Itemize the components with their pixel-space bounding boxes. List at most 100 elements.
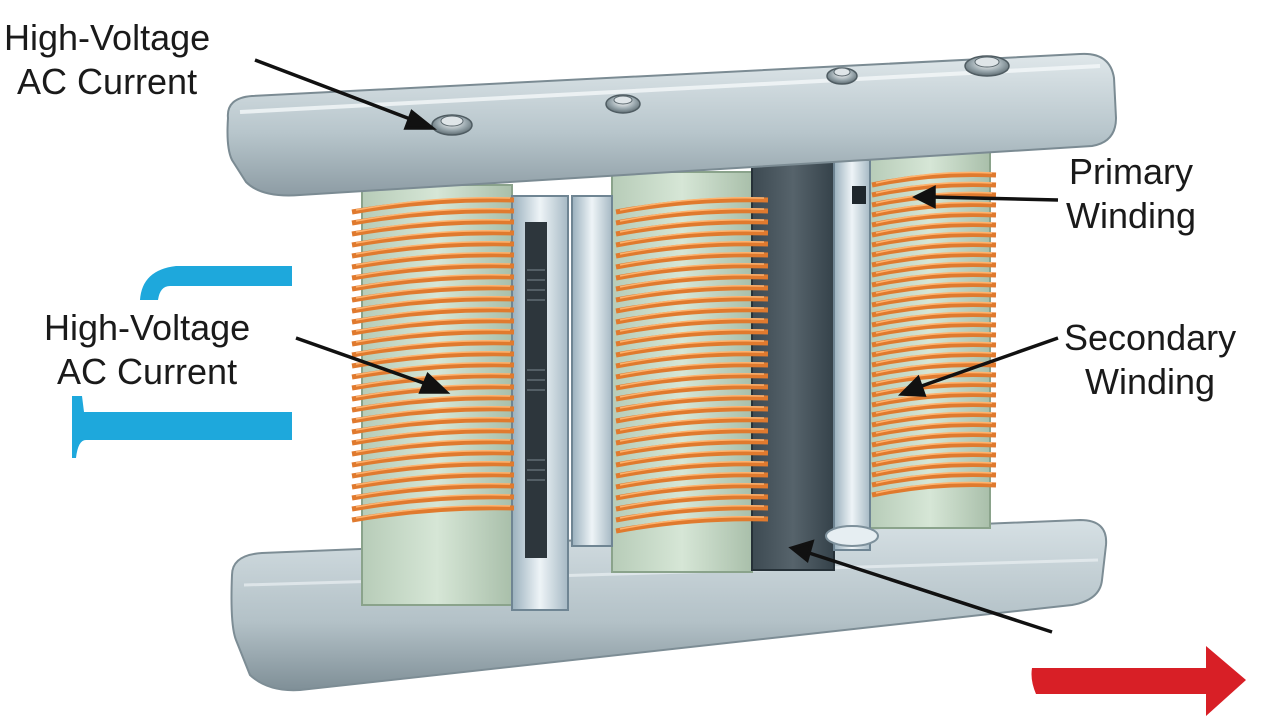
winding-turn <box>615 197 769 215</box>
winding-turn <box>615 351 769 369</box>
winding-turn <box>871 321 997 338</box>
winding-turn <box>615 406 769 424</box>
winding-turn <box>351 461 515 479</box>
winding-turn <box>615 516 769 534</box>
winding-turn <box>615 483 769 501</box>
winding-turn <box>615 439 769 457</box>
winding-turn <box>871 221 997 238</box>
winding-turn <box>351 439 515 457</box>
winding-turn <box>615 296 769 314</box>
winding-turn <box>871 471 997 488</box>
winding-turn <box>615 373 769 391</box>
winding-turn <box>351 505 515 523</box>
screw-icon <box>431 114 473 136</box>
winding-turn <box>871 441 997 458</box>
winding-turn <box>871 341 997 358</box>
label-secondary-winding: Secondary Winding <box>1064 317 1237 402</box>
leader-core <box>805 550 1053 634</box>
winding-turn <box>615 461 769 479</box>
winding-turn <box>871 211 997 228</box>
winding-turn <box>871 401 997 418</box>
winding-turn <box>615 208 769 226</box>
left-coil <box>351 197 515 523</box>
winding-turn <box>871 381 997 398</box>
winding-turn <box>351 318 515 336</box>
winding-turn <box>351 395 515 413</box>
winding-turn <box>615 274 769 292</box>
leader-primary <box>929 195 1059 202</box>
winding-turn <box>615 417 769 435</box>
winding-turn <box>871 451 997 468</box>
label-mid-input: High-Voltage AC Current <box>44 307 251 392</box>
winding-turn <box>351 208 515 226</box>
winding-turn <box>871 271 997 288</box>
winding-turn <box>615 340 769 358</box>
leader-mid-input <box>295 336 433 388</box>
screw-icon <box>605 94 641 114</box>
winding-turn <box>351 417 515 435</box>
winding-turn <box>871 391 997 408</box>
winding-turn <box>351 483 515 501</box>
winding-turn <box>615 395 769 413</box>
winding-turn <box>871 431 997 448</box>
winding-turn <box>351 285 515 303</box>
right-coil <box>871 171 997 498</box>
winding-turn <box>871 231 997 248</box>
winding-turn <box>351 494 515 512</box>
winding-turn <box>871 461 997 478</box>
winding-turn <box>615 505 769 523</box>
winding-turn <box>871 421 997 438</box>
winding-turn <box>871 311 997 328</box>
winding-turn <box>871 351 997 368</box>
winding-turn <box>615 494 769 512</box>
winding-turn <box>871 281 997 298</box>
winding-turn <box>871 181 997 198</box>
winding-turn <box>351 307 515 325</box>
winding-turn <box>615 230 769 248</box>
winding-turn <box>615 362 769 380</box>
middle-coil <box>615 197 769 534</box>
winding-turn <box>351 340 515 358</box>
winding-turn <box>351 329 515 347</box>
winding-turn <box>615 318 769 336</box>
screw-icon <box>964 55 1010 77</box>
winding-turn <box>871 371 997 388</box>
winding-turn <box>351 263 515 281</box>
winding-turn <box>615 307 769 325</box>
winding-turn <box>615 263 769 281</box>
screw-icon <box>826 67 858 85</box>
top-plate <box>226 52 1118 197</box>
winding-turn <box>351 197 515 215</box>
leader-secondary <box>915 336 1059 390</box>
winding-turn <box>351 296 515 314</box>
output-current-arrow <box>1031 646 1246 716</box>
winding-turn <box>871 251 997 268</box>
winding-turn <box>351 241 515 259</box>
label-primary-winding: Primary Winding <box>1066 151 1197 236</box>
winding-turn <box>871 481 997 498</box>
winding-turn <box>871 301 997 318</box>
winding-turn <box>351 428 515 446</box>
winding-turn <box>351 450 515 468</box>
leader-top-input <box>254 58 419 124</box>
winding-turn <box>615 428 769 446</box>
winding-turn <box>615 241 769 259</box>
winding-turn <box>615 384 769 402</box>
winding-turn <box>351 472 515 490</box>
winding-turn <box>351 274 515 292</box>
winding-turn <box>615 219 769 237</box>
winding-turn <box>351 230 515 248</box>
winding-turn <box>871 171 997 188</box>
winding-turn <box>351 362 515 380</box>
label-top-input: High-Voltage AC Current <box>4 17 211 102</box>
winding-turn <box>871 261 997 278</box>
winding-turn <box>615 329 769 347</box>
winding-turn <box>351 252 515 270</box>
right-insulator <box>833 159 871 551</box>
input-current-arrow <box>72 266 292 458</box>
winding-turn <box>871 291 997 308</box>
winding-turn <box>351 219 515 237</box>
winding-turn <box>871 331 997 348</box>
winding-turn <box>615 472 769 490</box>
